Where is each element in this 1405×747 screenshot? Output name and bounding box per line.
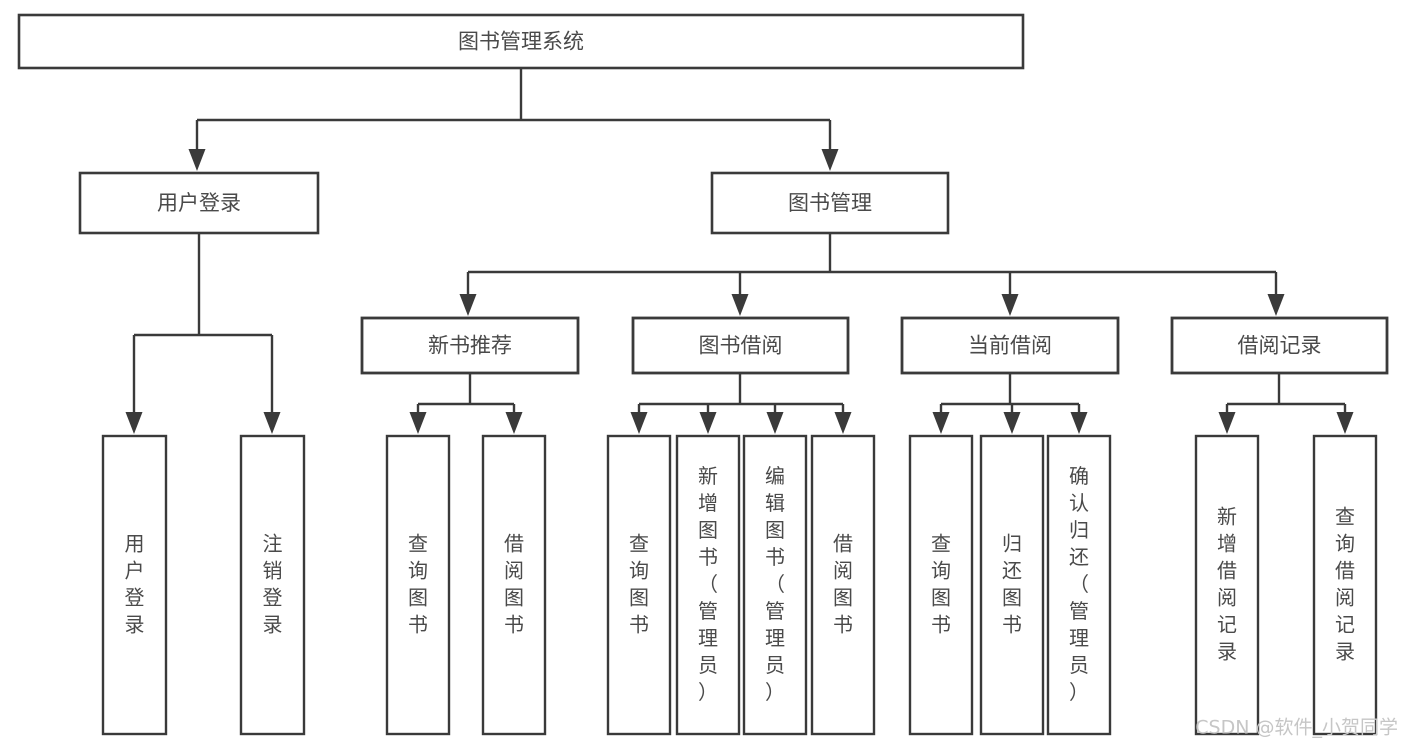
node-l2-new-book-rec[interactable]: 新书推荐 xyxy=(360,316,580,375)
node-l1-user-login-label: 用户登录 xyxy=(157,191,241,215)
arrow-to-user-login xyxy=(188,149,206,171)
node-leaf-logout-box[interactable] xyxy=(239,434,306,736)
arrow-to-leaf-return-book xyxy=(1003,412,1021,434)
arrow-to-leaf-cur-query-book xyxy=(932,412,950,434)
arrow-to-new-book-rec xyxy=(459,294,477,316)
arrow-to-leaf-user-login xyxy=(125,412,143,434)
node-leaf-query-record-box[interactable] xyxy=(1312,434,1378,736)
node-leaf-borrow-query-book[interactable]: 查询图书 xyxy=(606,434,672,736)
node-leaf-logout-label: 注销登录 xyxy=(263,531,283,636)
arrow-to-leaf-logout xyxy=(263,412,281,434)
node-leaf-add-record-label: 新增借阅记录 xyxy=(1217,504,1237,663)
node-leaf-edit-book-label: 编辑图书（管理员） xyxy=(765,464,785,704)
node-leaf-edit-book-box[interactable] xyxy=(742,434,808,736)
node-l1-user-login[interactable]: 用户登录 xyxy=(78,171,320,235)
arrow-to-borrow-record xyxy=(1267,294,1285,316)
node-l2-borrow-record-box[interactable] xyxy=(1170,316,1389,375)
arrow-to-leaf-add-book xyxy=(699,412,717,434)
node-leaf-edit-book[interactable]: 编辑图书（管理员） xyxy=(742,434,808,736)
node-leaf-return-book-label: 归还图书 xyxy=(1002,531,1022,636)
node-leaf-borrow-query-book-label: 查询图书 xyxy=(629,531,649,636)
node-l2-book-borrow-label: 图书借阅 xyxy=(699,334,783,358)
node-leaf-query-record-label: 查询借阅记录 xyxy=(1335,504,1355,663)
arrow-to-book-manage xyxy=(821,149,839,171)
arrow-to-leaf-add-record xyxy=(1218,412,1236,434)
node-l2-book-borrow[interactable]: 图书借阅 xyxy=(631,316,850,375)
node-leaf-add-book[interactable]: 新增图书（管理员） xyxy=(675,434,741,736)
node-leaf-cur-query-book-label: 查询图书 xyxy=(931,531,951,636)
node-leaf-rec-borrow-book[interactable]: 借阅图书 xyxy=(481,434,547,736)
node-leaf-rec-query-book[interactable]: 查询图书 xyxy=(385,434,451,736)
node-leaf-add-book-box[interactable] xyxy=(675,434,741,736)
node-root[interactable]: 图书管理系统 xyxy=(17,13,1025,70)
node-leaf-user-login-label: 用户登录 xyxy=(125,531,145,636)
node-l2-current-borrow[interactable]: 当前借阅 xyxy=(900,316,1120,375)
node-leaf-borrow-book[interactable]: 借阅图书 xyxy=(810,434,876,736)
node-l2-borrow-record-label: 借阅记录 xyxy=(1238,334,1322,358)
node-leaf-user-login-box[interactable] xyxy=(101,434,168,736)
arrow-to-leaf-borrow-query-book xyxy=(630,412,648,434)
node-leaf-rec-borrow-book-box[interactable] xyxy=(481,434,547,736)
node-leaf-return-book-box[interactable] xyxy=(979,434,1045,736)
node-root-box[interactable] xyxy=(17,13,1025,70)
arrow-to-leaf-rec-query-book xyxy=(409,412,427,434)
arrow-to-current-borrow xyxy=(1001,294,1019,316)
node-leaf-borrow-book-label: 借阅图书 xyxy=(833,531,853,636)
node-leaf-add-book-label: 新增图书（管理员） xyxy=(698,464,718,704)
node-leaf-rec-borrow-book-label: 借阅图书 xyxy=(504,531,524,636)
node-leaf-confirm-return[interactable]: 确认归还（管理员） xyxy=(1046,434,1112,736)
node-root-label: 图书管理系统 xyxy=(458,30,584,54)
node-l1-book-manage-label: 图书管理 xyxy=(788,191,872,215)
node-leaf-confirm-return-label: 确认归还（管理员） xyxy=(1069,464,1089,704)
node-leaf-confirm-return-box[interactable] xyxy=(1046,434,1112,736)
node-leaf-cur-query-book[interactable]: 查询图书 xyxy=(908,434,974,736)
node-leaf-add-record-box[interactable] xyxy=(1194,434,1260,736)
arrow-to-leaf-edit-book xyxy=(766,412,784,434)
node-l1-book-manage[interactable]: 图书管理 xyxy=(710,171,950,235)
arrow-to-leaf-rec-borrow-book xyxy=(505,412,523,434)
node-leaf-return-book[interactable]: 归还图书 xyxy=(979,434,1045,736)
arrow-to-leaf-query-record xyxy=(1336,412,1354,434)
arrow-to-leaf-borrow-book xyxy=(834,412,852,434)
node-leaf-cur-query-book-box[interactable] xyxy=(908,434,974,736)
node-l2-book-borrow-box[interactable] xyxy=(631,316,850,375)
node-l2-borrow-record[interactable]: 借阅记录 xyxy=(1170,316,1389,375)
node-layer: 图书管理系统用户登录图书管理新书推荐图书借阅当前借阅借阅记录用户登录注销登录查询… xyxy=(17,13,1389,736)
node-leaf-borrow-book-box[interactable] xyxy=(810,434,876,736)
csdn-watermark: CSDN @软件_小贺同学 xyxy=(1195,717,1398,739)
node-l2-current-borrow-label: 当前借阅 xyxy=(968,334,1052,358)
node-leaf-add-record[interactable]: 新增借阅记录 xyxy=(1194,434,1260,736)
arrow-to-leaf-confirm-return xyxy=(1070,412,1088,434)
arrow-layer xyxy=(125,149,1354,434)
node-leaf-rec-query-book-label: 查询图书 xyxy=(408,531,428,636)
node-l2-new-book-rec-label: 新书推荐 xyxy=(428,334,512,358)
node-leaf-user-login[interactable]: 用户登录 xyxy=(101,434,168,736)
node-leaf-rec-query-book-box[interactable] xyxy=(385,434,451,736)
node-l1-book-manage-box[interactable] xyxy=(710,171,950,235)
arrow-to-book-borrow xyxy=(731,294,749,316)
node-l1-user-login-box[interactable] xyxy=(78,171,320,235)
node-l2-current-borrow-box[interactable] xyxy=(900,316,1120,375)
node-leaf-logout[interactable]: 注销登录 xyxy=(239,434,306,736)
node-leaf-query-record[interactable]: 查询借阅记录 xyxy=(1312,434,1378,736)
node-l2-new-book-rec-box[interactable] xyxy=(360,316,580,375)
node-leaf-borrow-query-book-box[interactable] xyxy=(606,434,672,736)
